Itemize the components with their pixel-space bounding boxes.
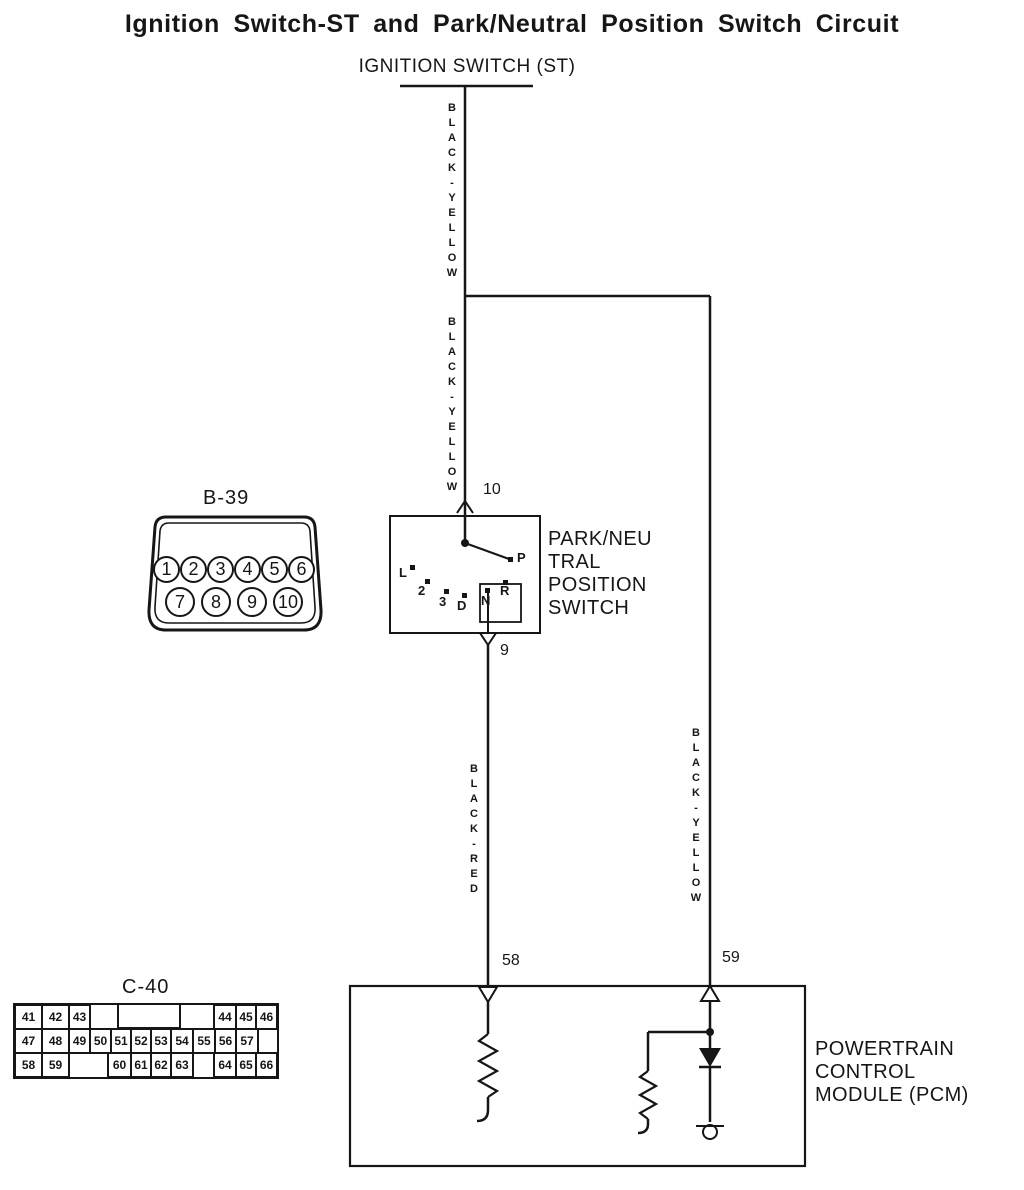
pcm-pin-58-connector-icon [477, 986, 499, 1004]
resistor-left-tail [476, 1097, 490, 1123]
b39-pin-number: 6 [296, 559, 307, 579]
c40-cell: 48 [41, 1028, 70, 1054]
c40-cell: 42 [41, 1004, 70, 1030]
pcm-pin-59-connector-icon [699, 984, 721, 1002]
b39-pin-number: 1 [161, 559, 172, 579]
c40-cell: 59 [41, 1052, 70, 1078]
contact-dot-D [462, 593, 467, 598]
b39-pin-number: 7 [174, 591, 185, 612]
c40-cell: 65 [235, 1052, 257, 1078]
c40-cell: 63 [170, 1052, 194, 1078]
pcm-name-line-2: CONTROL [815, 1061, 916, 1083]
c40-cell: 44 [213, 1004, 237, 1030]
wire-label-black-yellow-middle: BLACK-YELLOW [446, 316, 458, 496]
c40-cell: 56 [214, 1028, 237, 1054]
b39-pin: 4 [234, 556, 261, 583]
b39-pin: 2 [180, 556, 207, 583]
wire-label-black-yellow-right: BLACK-YELLOW [690, 727, 702, 907]
pcm-box [348, 984, 807, 1168]
b39-pin: 9 [237, 587, 267, 617]
pin-10-arrow-icon [456, 499, 474, 514]
pnp-name-line-2: TRAL [548, 551, 601, 573]
ground-symbol-icon [702, 1124, 718, 1140]
b39-connector-outline [147, 515, 323, 632]
pnp-name-line-3: POSITION [548, 574, 647, 596]
pnp-name-line-4: SWITCH [548, 597, 630, 619]
b39-pin: 10 [273, 587, 303, 617]
b39-pin-number: 10 [277, 591, 299, 612]
c40-cell: 64 [213, 1052, 237, 1078]
pnp-position-2: 2 [418, 583, 426, 598]
pcm-pin-58-label: 58 [502, 952, 520, 969]
c40-cell: 55 [192, 1028, 216, 1054]
c40-connector-key [117, 1003, 181, 1029]
c40-cell: 41 [14, 1004, 43, 1030]
contact-dot-P [508, 557, 513, 562]
c40-cell: 50 [89, 1028, 112, 1054]
wire-label-black-yellow-upper: BLACK-YELLOW [446, 102, 458, 282]
b39-pin: 6 [288, 556, 315, 583]
resistor-inner-tail [637, 1119, 650, 1135]
contact-dot-N [485, 588, 490, 593]
pnp-position-D: D [457, 598, 467, 613]
c40-cell: 60 [107, 1052, 132, 1078]
pcm-name: POWERTRAIN CONTROL MODULE (PCM) [815, 1038, 969, 1107]
page-title: Ignition Switch-ST and Park/Neutral Posi… [124, 10, 900, 38]
pcm-name-line-1: POWERTRAIN [815, 1038, 955, 1060]
b39-pin-number: 8 [210, 591, 221, 612]
pnp-switch-name: PARK/NEU TRAL POSITION SWITCH [548, 528, 652, 620]
wire-label-black-red: BLACK-RED [468, 763, 480, 898]
pnp-position-R: R [500, 583, 510, 598]
b39-pin: 5 [261, 556, 288, 583]
pcm-pin-59-label: 59 [722, 949, 740, 966]
pnp-pin-10-label: 10 [483, 481, 501, 498]
c40-cell: 43 [68, 1004, 91, 1030]
pnp-name-line-1: PARK/NEU [548, 528, 652, 550]
b39-pin-number: 3 [215, 559, 226, 579]
resistor-inner-icon [637, 1070, 659, 1120]
c40-cell: 46 [255, 1004, 278, 1030]
pnp-pin-9-label: 9 [500, 642, 509, 659]
c40-cell: 61 [130, 1052, 152, 1078]
b39-pin: 3 [207, 556, 234, 583]
b39-pin-number: 4 [242, 559, 253, 579]
c40-cell: 53 [150, 1028, 172, 1054]
c40-cell: 51 [110, 1028, 132, 1054]
b39-pin-number: 9 [246, 591, 257, 612]
b39-pin-number: 5 [269, 559, 280, 579]
pcm-name-line-3: MODULE (PCM) [815, 1084, 969, 1106]
pnp-contact-arm [464, 542, 510, 560]
pnp-position-N: N [481, 593, 491, 608]
c40-cell: 47 [14, 1028, 43, 1054]
c40-cell: 54 [170, 1028, 194, 1054]
contact-dot-3 [444, 589, 449, 594]
pnp-position-3: 3 [439, 594, 447, 609]
diode-icon [699, 1048, 721, 1067]
contact-dot-R [503, 580, 508, 585]
pin-9-arrow-icon [479, 632, 497, 647]
pnp-position-L: L [399, 565, 407, 580]
contact-dot-L [410, 565, 415, 570]
c40-cell: 49 [68, 1028, 91, 1054]
b39-pin-number: 2 [188, 559, 199, 579]
b39-connector-label: B-39 [203, 487, 250, 509]
pnp-position-P: P [517, 550, 526, 565]
b39-connector-inner-line [154, 522, 316, 624]
c40-cell: 58 [14, 1052, 43, 1078]
c40-cell: 52 [130, 1028, 152, 1054]
b39-pin: 1 [153, 556, 180, 583]
b39-pin: 7 [165, 587, 195, 617]
c40-connector-label: C-40 [122, 976, 170, 998]
c40-cell: 66 [255, 1052, 278, 1078]
c40-cell: 45 [235, 1004, 257, 1030]
pnp-nr-bracket [479, 583, 522, 623]
c40-cell: 57 [235, 1028, 259, 1054]
b39-pin: 8 [201, 587, 231, 617]
c40-cell: 62 [150, 1052, 172, 1078]
resistor-left-icon [476, 1033, 500, 1098]
ignition-switch-label: IGNITION SWITCH (ST) [358, 56, 576, 77]
contact-dot-2 [425, 579, 430, 584]
